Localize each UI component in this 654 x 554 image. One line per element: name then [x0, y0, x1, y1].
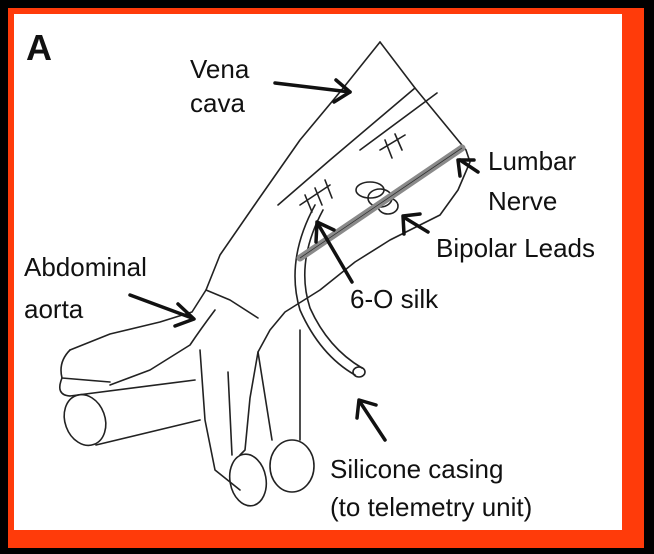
label-silk: 6-O silk: [350, 284, 439, 314]
label-abdominal-2: aorta: [24, 294, 84, 324]
label-bipolar: Bipolar Leads: [436, 233, 595, 263]
left-iliac-end: [57, 389, 112, 452]
left-iliac-upper: [61, 350, 110, 382]
mid-iliac-tube: [228, 372, 232, 455]
left-iliac-tube: [70, 380, 200, 445]
panel-letter: A: [26, 27, 52, 68]
label-abdominal-1: Abdominal: [24, 252, 147, 282]
arrow-silicone: [360, 402, 385, 440]
vessel-inner-1: [278, 88, 415, 205]
label-silicone-2: (to telemetry unit): [330, 492, 532, 522]
suture-group-2: [380, 134, 405, 158]
arrow-lumbar: [460, 160, 478, 172]
label-vena-cava-2: cava: [190, 88, 245, 118]
mid-iliac-end: [226, 451, 270, 508]
vessel-inner-3: [206, 290, 258, 318]
lead-coil-1: [356, 182, 384, 198]
right-iliac-end: [270, 440, 314, 492]
suture-group-1: [300, 180, 332, 212]
right-iliac-tube: [258, 330, 300, 440]
label-silicone-1: Silicone casing: [330, 454, 503, 484]
silicone-tube-end: [353, 367, 365, 377]
label-lumbar-1: Lumbar: [488, 146, 576, 176]
label-vena-cava-1: Vena: [190, 54, 250, 84]
label-lumbar-2: Nerve: [488, 186, 557, 216]
mid-iliac: [200, 350, 240, 490]
left-iliac-tube2: [60, 378, 70, 396]
